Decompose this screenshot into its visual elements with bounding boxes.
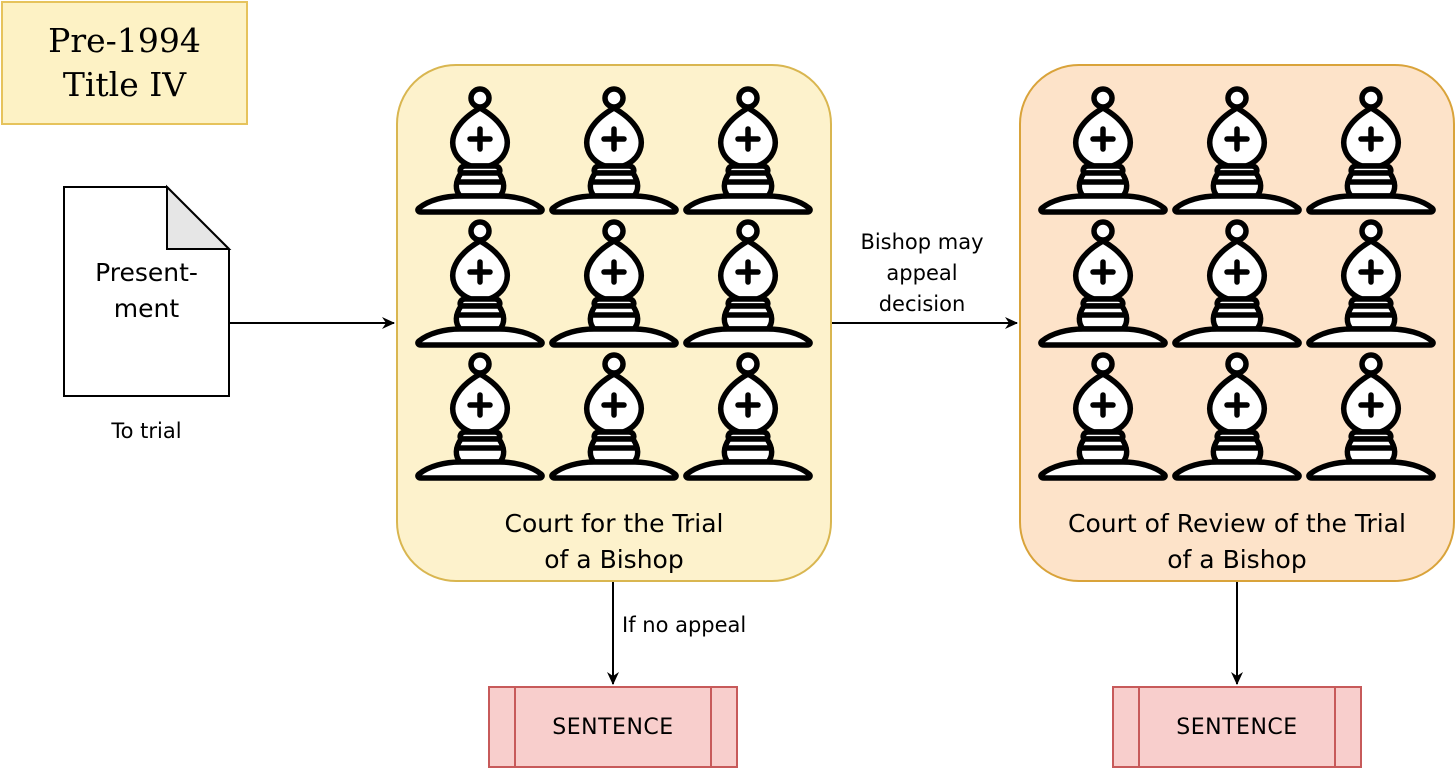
appeal-edge-label: Bishop may appeal decision	[846, 227, 998, 320]
sentence-box-right: SENTENCE	[1112, 686, 1362, 768]
bishop-chess-piece-icon	[1306, 352, 1436, 482]
bishop-chess-piece-icon	[1306, 86, 1436, 216]
court-review-label: Court of Review of the Trial of a Bishop	[1021, 506, 1453, 578]
bishop-chess-piece-icon	[1172, 219, 1302, 349]
bishop-chess-piece-icon	[1038, 86, 1168, 216]
bishop-chess-piece-icon	[683, 86, 813, 216]
document-text-line-1: Present-	[95, 258, 198, 287]
document-text: Present- ment	[64, 255, 229, 327]
title-line-1: Pre-1994	[48, 21, 201, 60]
appeal-edge-label-line-2: appeal	[886, 261, 958, 285]
bishop-chess-piece-icon	[683, 352, 813, 482]
bishop-chess-piece-icon	[1038, 352, 1168, 482]
sentence-left-text: SENTENCE	[552, 714, 674, 740]
bishop-chess-piece-icon	[549, 219, 679, 349]
bishop-chess-piece-icon	[415, 352, 545, 482]
court-trial-box: Court for the Trial of a Bishop	[396, 64, 832, 582]
court-trial-label: Court for the Trial of a Bishop	[398, 506, 830, 578]
court-trial-label-line-1: Court for the Trial	[504, 509, 724, 538]
title-line-2: Title IV	[62, 65, 187, 104]
bishop-chess-piece-icon	[683, 219, 813, 349]
sentence-right-text: SENTENCE	[1176, 714, 1298, 740]
title-box: Pre-1994 Title IV	[1, 1, 248, 125]
bishop-chess-piece-icon	[1172, 86, 1302, 216]
court-trial-label-line-2: of a Bishop	[544, 545, 684, 574]
court-review-label-line-2: of a Bishop	[1167, 545, 1307, 574]
bishop-chess-piece-icon	[1306, 219, 1436, 349]
court-review-box: Court of Review of the Trial of a Bishop	[1019, 64, 1455, 582]
bishop-chess-piece-icon	[549, 352, 679, 482]
document-text-line-2: ment	[113, 294, 180, 323]
court-review-label-line-1: Court of Review of the Trial	[1068, 509, 1406, 538]
sentence-box-left: SENTENCE	[488, 686, 738, 768]
document-caption: To trial	[111, 419, 182, 443]
bishop-chess-piece-icon	[1038, 219, 1168, 349]
bishop-chess-piece-icon	[1172, 352, 1302, 482]
bishop-chess-piece-icon	[415, 86, 545, 216]
bishop-chess-piece-icon	[415, 219, 545, 349]
bishop-chess-piece-icon	[549, 86, 679, 216]
document-icon	[63, 184, 232, 397]
no-appeal-edge-label: If no appeal	[622, 613, 747, 637]
appeal-edge-label-line-3: decision	[878, 292, 966, 316]
appeal-edge-label-line-1: Bishop may	[860, 230, 984, 254]
